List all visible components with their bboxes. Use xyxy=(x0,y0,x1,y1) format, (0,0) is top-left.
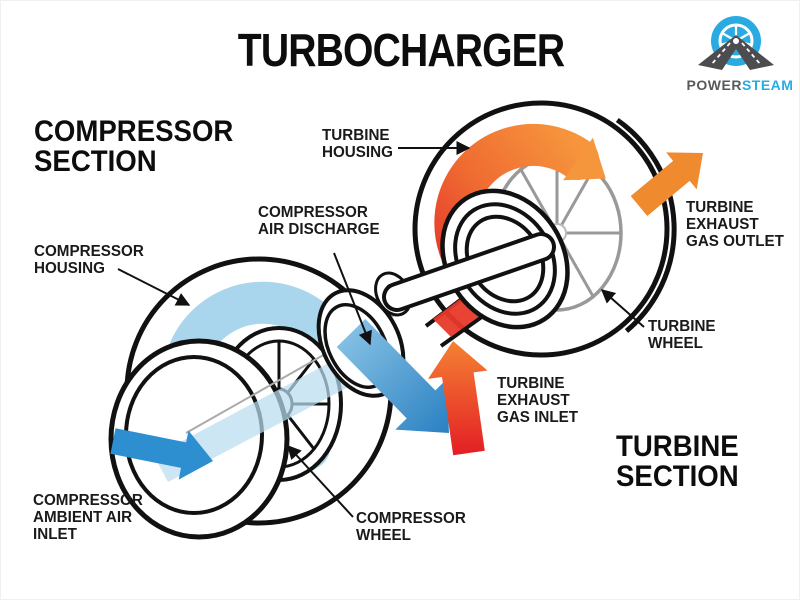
compressor-air-discharge-label: COMPRESSOR AIR DISCHARGE xyxy=(258,204,380,238)
turbine-housing-label: TURBINE HOUSING xyxy=(322,127,393,161)
connecting-shaft xyxy=(386,236,552,308)
exhaust-gas-inlet-arrow xyxy=(428,341,488,456)
turbine-exhaust-gas-outlet-label: TURBINE EXHAUST GAS OUTLET xyxy=(686,199,784,250)
turbine-section-label: TURBINE SECTION xyxy=(616,430,739,493)
title-row: TURBOCHARGER xyxy=(1,23,799,77)
logo-text-power: POWER xyxy=(686,77,742,93)
exhaust-gas-outlet-arrow xyxy=(630,152,703,216)
turbine-wheel-label: TURBINE WHEEL xyxy=(648,318,716,352)
compressor-section-label: COMPRESSOR SECTION xyxy=(34,115,234,178)
wheel-road-emblem-icon xyxy=(698,16,774,70)
leader-lines xyxy=(117,141,645,518)
inlet-duct-edge xyxy=(439,314,485,348)
leader-air-discharge xyxy=(333,252,372,346)
air-discharge-arrow xyxy=(336,319,449,433)
leader-turbine-wheel xyxy=(600,289,645,328)
logo-wordmark: POWERSTEAM xyxy=(684,77,796,93)
turbine-housing-bulge xyxy=(615,117,677,333)
compressor-wheel-label: COMPRESSOR WHEEL xyxy=(356,510,466,544)
turbine-exhaust-gas-inlet-label: TURBINE EXHAUST GAS INLET xyxy=(497,375,579,426)
ambient-air-inlet-arrow xyxy=(110,428,213,480)
compressor-axial-flow-arrow xyxy=(154,345,381,482)
leader-compressor-wheel xyxy=(287,444,354,518)
leader-compressor-housing xyxy=(117,268,191,306)
compressor-housing-label: COMPRESSOR HOUSING xyxy=(34,243,144,277)
compressor-ambient-air-inlet-label: COMPRESSOR AMBIENT AIR INLET xyxy=(33,492,143,543)
page-title: TURBOCHARGER xyxy=(237,24,565,76)
swirl-arrowhead xyxy=(563,137,606,181)
powersteam-logo: POWERSTEAM xyxy=(684,9,796,93)
logo-text-steam: STEAM xyxy=(741,77,794,93)
compressor-assembly xyxy=(108,256,402,540)
